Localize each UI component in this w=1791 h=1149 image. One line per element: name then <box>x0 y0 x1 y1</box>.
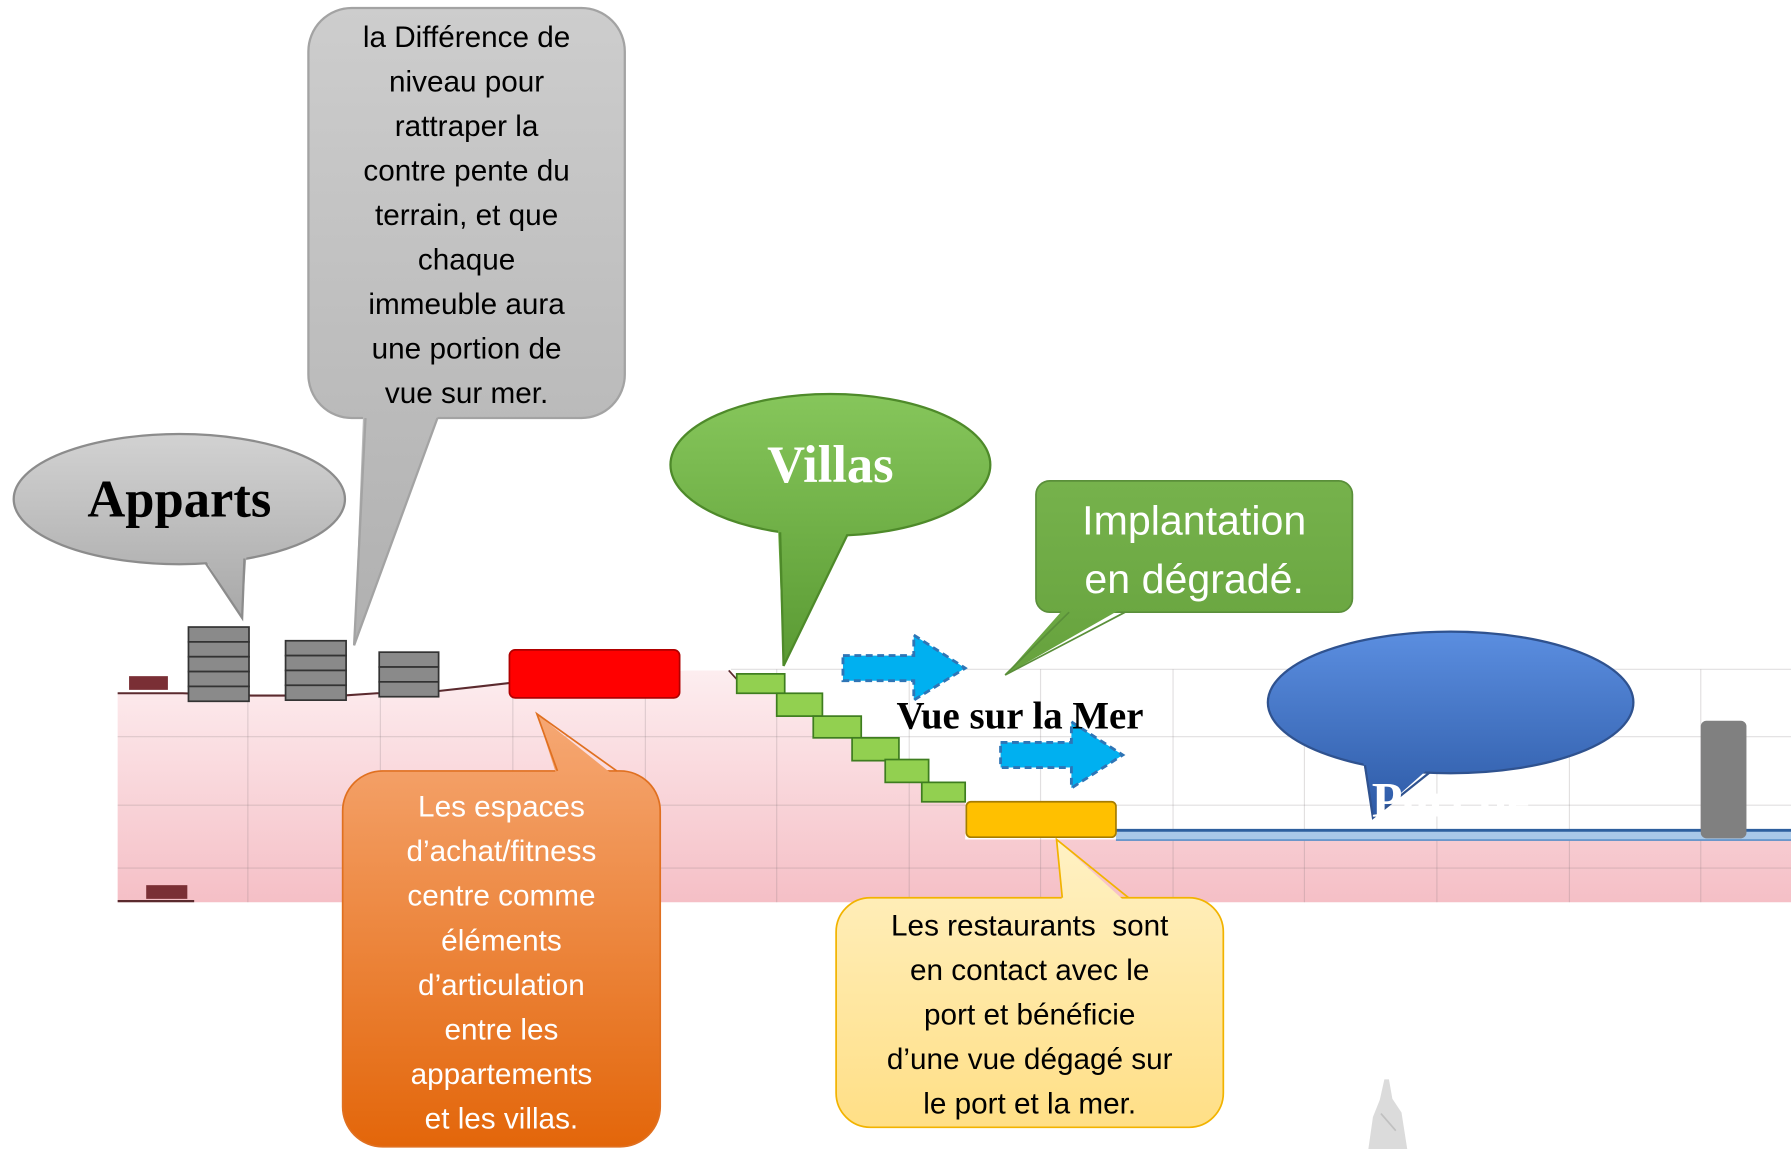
callout-line: d’une vue dégagé sur <box>886 1041 1173 1076</box>
vue-sur-la-mer-label: Vue sur la Mer <box>896 695 1144 738</box>
building-floor <box>187 626 250 643</box>
restaurants-text: Les restaurants sont en contact avec le … <box>836 903 1223 1126</box>
apparts-callout <box>12 432 347 622</box>
callout-tail-edge <box>1055 837 1130 899</box>
villa-step <box>775 692 824 717</box>
building-floor <box>378 681 440 698</box>
villa-step <box>812 715 863 739</box>
callout-tail <box>536 713 617 778</box>
restaurants-box <box>835 896 1225 1129</box>
villa-step <box>735 673 786 695</box>
villa-step <box>920 781 967 803</box>
callout-line: immeuble aura <box>368 286 565 321</box>
apartment-building <box>378 651 440 698</box>
villas-callout <box>669 392 992 667</box>
callout-line: rattraper la <box>394 107 539 143</box>
callout-line: Les espaces <box>418 788 585 823</box>
callout-line: le port et la mer. <box>923 1085 1137 1120</box>
elevation-marker <box>146 885 188 899</box>
building-floor <box>187 641 250 658</box>
callout-tail-edge <box>1363 765 1431 820</box>
difference-niveau-box <box>307 6 626 420</box>
callout-line: plaisance <box>1351 959 1550 1016</box>
callout-tail <box>777 525 850 666</box>
restaurant-block <box>965 800 1117 839</box>
marina-water-line <box>1115 830 1791 841</box>
implantation-box <box>1035 479 1354 614</box>
callout-line: niveau pour <box>388 63 545 98</box>
sea-view-arrow <box>999 719 1126 791</box>
villa-steps <box>735 673 967 803</box>
building-floor <box>378 651 440 668</box>
apparts-label: Apparts <box>87 469 272 528</box>
villa-step <box>851 736 900 762</box>
difference-niveau-text: la Différence de niveau pour rattraper l… <box>308 14 624 415</box>
difference-niveau-callout <box>307 6 626 646</box>
callout-tail-edge <box>778 532 849 667</box>
callout-tail <box>1362 758 1433 818</box>
commerce-fitness-block <box>508 649 681 699</box>
apartment-building <box>187 626 250 703</box>
espaces-callout <box>341 711 662 1148</box>
statue-shape <box>1368 1079 1408 1149</box>
villa-step <box>884 758 930 784</box>
callout-tail-edge <box>204 558 246 622</box>
pier-post <box>1700 720 1747 839</box>
callout-line: Les restaurants sont <box>891 907 1169 942</box>
statue-watermark <box>1368 1079 1408 1149</box>
port-callout <box>1266 630 1635 820</box>
callout-line: d’articulation <box>418 966 585 1002</box>
restaurants-callout <box>835 837 1225 1129</box>
callout-line: Implantation <box>1082 496 1307 544</box>
callout-tail-edge <box>1004 611 1126 676</box>
callout-line: centre comme <box>407 877 596 913</box>
callout-tail-edge <box>535 711 618 772</box>
callout-line: appartements <box>410 1055 593 1091</box>
villas-label: Villas <box>767 435 894 494</box>
sea-view-arrow <box>841 632 968 703</box>
callout-tail <box>202 551 247 618</box>
espaces-box <box>341 770 662 1148</box>
callout-tail <box>1056 839 1129 905</box>
callout-line: une portion de <box>371 330 562 365</box>
callout-line: entre les <box>444 1011 559 1046</box>
callout-line: contre pente du <box>363 152 570 187</box>
callout-line: éléments <box>441 922 562 957</box>
callout-line: Port de <box>1371 771 1530 828</box>
port-bubble <box>1266 630 1635 775</box>
callout-tail-edge <box>352 417 439 646</box>
espaces-text: Les espaces d’achat/fitness centre comme… <box>343 784 661 1140</box>
callout-line: en dégradé. <box>1084 554 1304 602</box>
statue-detail <box>1380 1113 1397 1132</box>
callout-line: d’achat/fitness <box>406 833 597 868</box>
apartment-building <box>284 639 347 701</box>
apparts-bubble <box>12 432 347 566</box>
implantation-callout <box>1004 479 1354 676</box>
callout-line: et les villas. <box>424 1100 579 1135</box>
building-floor <box>187 685 250 703</box>
callout-line: en contact avec le <box>910 951 1150 987</box>
callout-line: la Différence de <box>362 18 571 54</box>
callout-line: port et bénéficie <box>924 996 1136 1031</box>
callout-line: vue sur mer. <box>384 375 549 410</box>
building-floor <box>284 639 347 657</box>
building-floor <box>187 655 250 673</box>
callout-line: terrain, et que <box>374 197 559 232</box>
implantation-text: Implantation en dégradé. <box>1036 491 1352 607</box>
building-floor <box>284 669 347 687</box>
building-floor <box>378 666 440 683</box>
port-text: Port de plaisance <box>1268 642 1634 1082</box>
building-floor <box>187 670 250 688</box>
callout-tail <box>1005 605 1128 676</box>
building-floor <box>284 654 347 672</box>
callout-line: chaque <box>417 241 516 276</box>
building-floor <box>284 684 347 701</box>
elevation-marker <box>129 676 168 690</box>
